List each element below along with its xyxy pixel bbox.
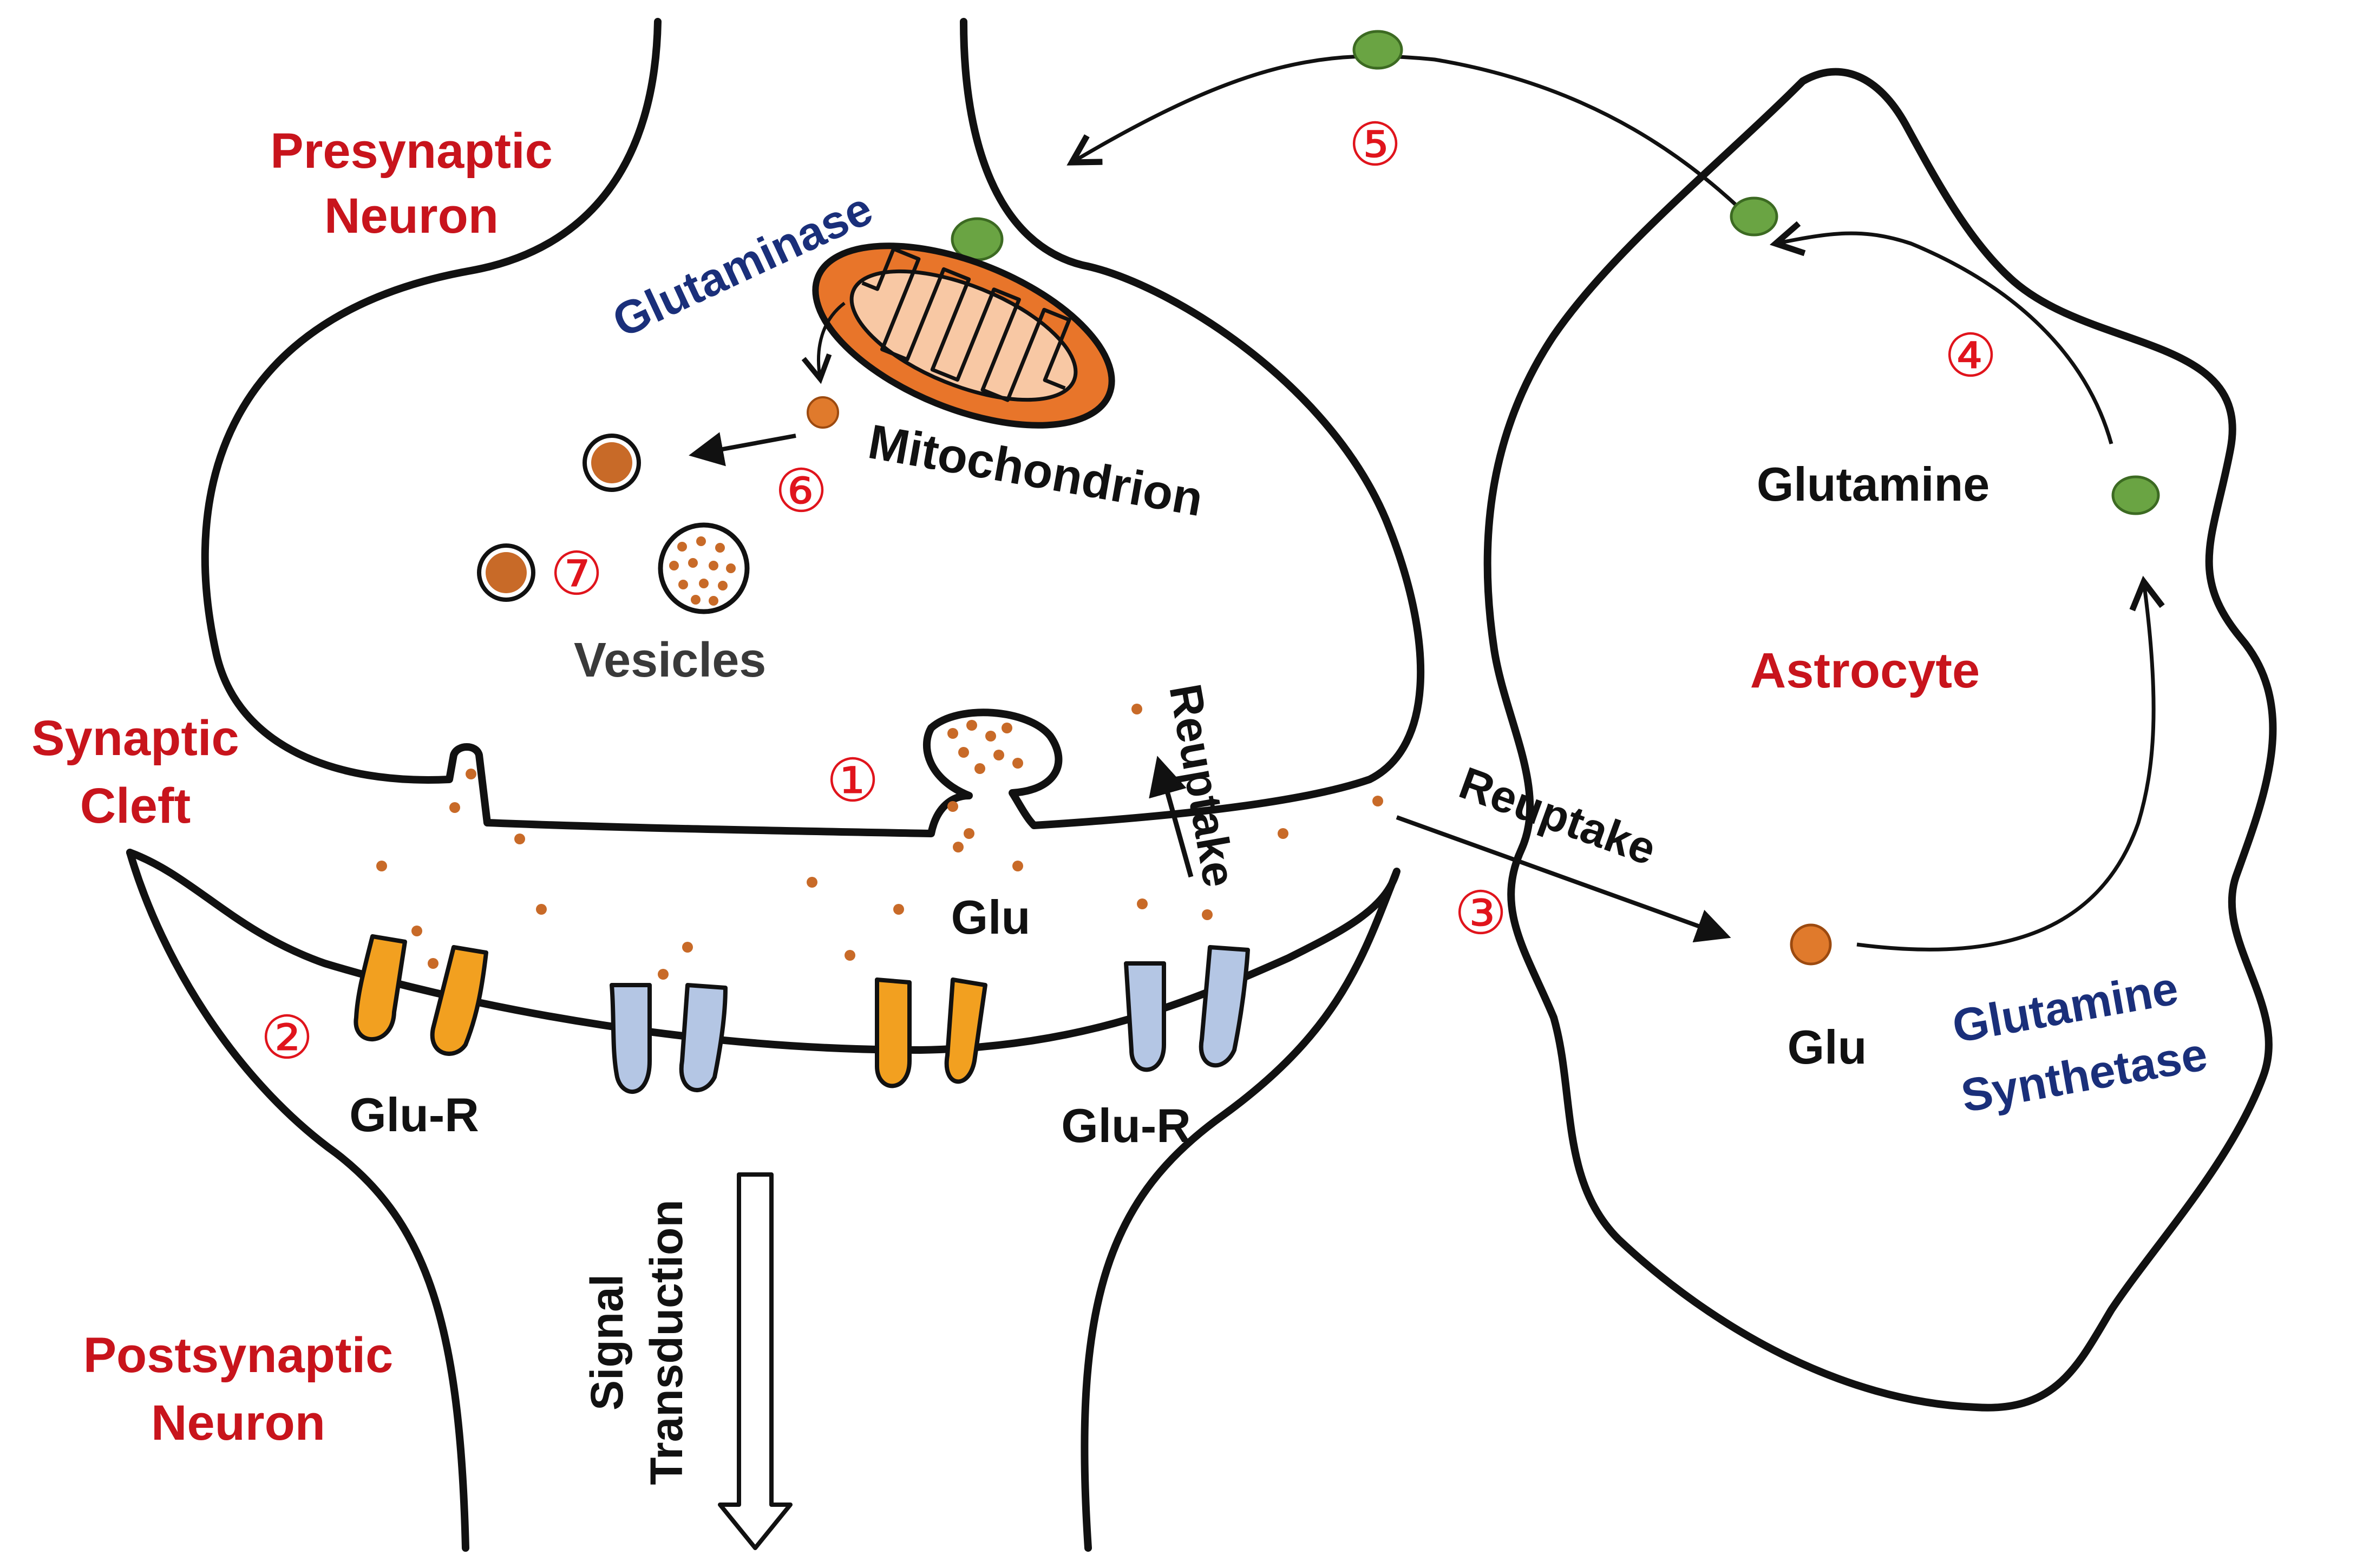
step-4: ④ (1944, 323, 1998, 389)
step-2: ② (260, 1005, 314, 1071)
postsynaptic-label-2: Neuron (151, 1395, 325, 1451)
glu-cleft-label: Glu (951, 890, 1031, 944)
glutamate-cleft-particles (376, 704, 1383, 980)
synaptic-cleft-label-1: Synaptic (31, 711, 239, 766)
step-7: ⑦ (550, 541, 604, 607)
glutamine-label: Glutamine (1757, 457, 1990, 511)
astrocyte-membrane (1483, 68, 2277, 1412)
receptor-blue-right (1124, 945, 1250, 1072)
vesicle-small-left (477, 543, 535, 602)
glu-r-left-label: Glu-R (349, 1088, 479, 1141)
glu-mito-dot (807, 396, 839, 429)
step-3: ③ (1454, 880, 1508, 947)
glutamine-export-arrow (1769, 221, 2113, 444)
fusing-vesicle-contents (947, 720, 1023, 774)
postsynaptic-membrane-left (126, 849, 469, 1552)
presynaptic-label-2: Neuron (324, 188, 499, 244)
glutamine-transporter-astro-lower (2111, 475, 2160, 515)
vesicles-label: Vesicles (574, 633, 766, 687)
receptor-orange-left (354, 934, 488, 1056)
presynaptic-label-1: Presynaptic (270, 123, 553, 179)
glutamine-transporter-top (1352, 30, 1403, 70)
vesicle-loading-arrow (689, 432, 796, 467)
glu-r-right-label: Glu-R (1061, 1099, 1191, 1152)
vesicle-large (658, 522, 750, 614)
glu-astrocyte-label: Glu (1788, 1020, 1867, 1074)
mitochondrion (812, 242, 1115, 429)
glutamine-synthesis-arrow (1856, 575, 2165, 952)
step-1: ① (826, 747, 880, 814)
step-5: ⑤ (1349, 111, 1402, 178)
glu-astrocyte-dot (1790, 923, 1832, 966)
receptor-blue-left (610, 983, 728, 1094)
postsynaptic-label-1: Postsynaptic (83, 1328, 394, 1383)
mitochondrion-label: Mitochondrion (865, 415, 1207, 527)
reuptake-diagonal-label: Reuptake (1453, 757, 1663, 875)
receptor-orange-right (875, 977, 987, 1088)
glutamine-transporter-astro-upper (1730, 196, 1778, 237)
reuptake-vertical-label: Reuptake (1160, 680, 1245, 891)
astrocyte-reuptake-arrow (1396, 815, 1731, 943)
vesicle-small-top (583, 434, 641, 492)
glutaminase-arrow (801, 301, 846, 384)
presynaptic-membrane (201, 18, 1425, 837)
astrocyte-label: Astrocyte (1750, 643, 1980, 698)
signal-transduction-label-1: Signal (581, 1274, 632, 1410)
synaptic-cleft-label-2: Cleft (80, 778, 191, 834)
signal-transduction-arrow (718, 1172, 793, 1550)
presynaptic-reuptake-arrow (1149, 756, 1194, 878)
step-6: ⑥ (775, 458, 828, 524)
glutamine-transport-arc (1066, 54, 1761, 229)
signal-transduction-label-2: Transduction (641, 1199, 692, 1485)
